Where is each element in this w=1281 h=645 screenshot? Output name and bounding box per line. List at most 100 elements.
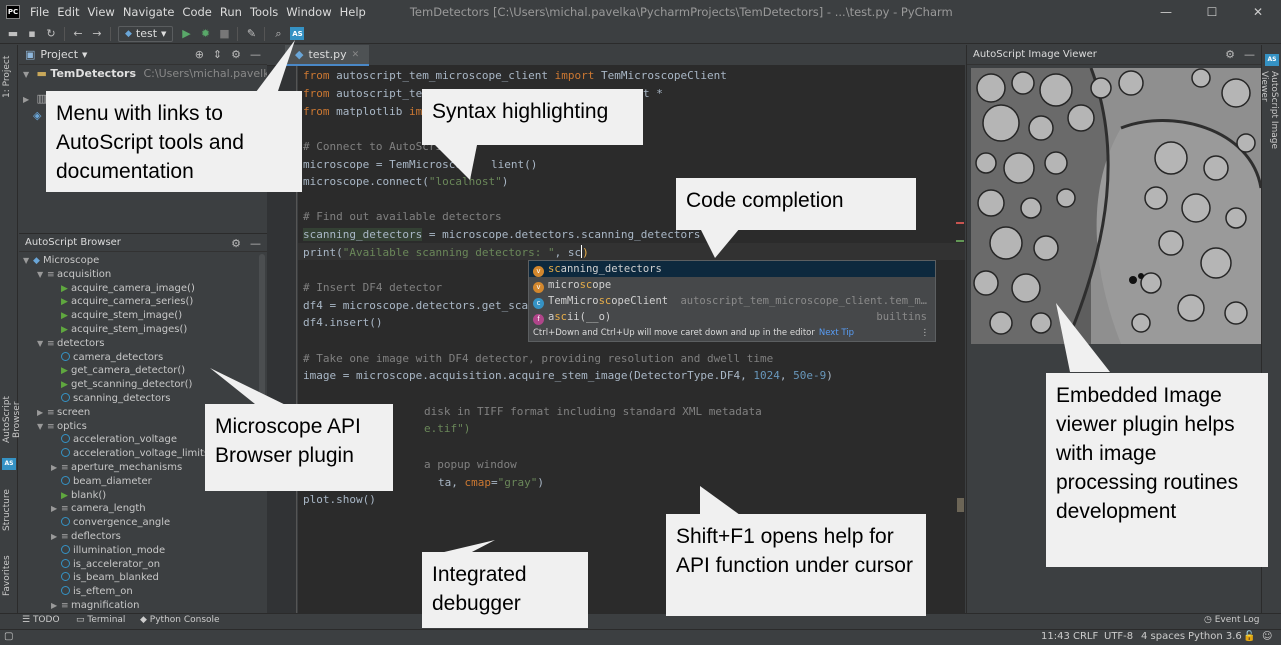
api-tree-item[interactable]: ▶get_scanning_detector() (51, 378, 192, 392)
completion-item-type: builtins (876, 311, 927, 323)
hide-icon[interactable]: — (250, 48, 261, 61)
api-tree-item[interactable]: ▼≡acquisition (37, 268, 111, 282)
sync-icon[interactable]: ↻ (46, 27, 56, 40)
api-tree-item[interactable]: acceleration_voltage (51, 433, 177, 447)
menu-help[interactable]: Help (339, 5, 366, 19)
api-tree-item[interactable]: ▶≡magnification (51, 599, 139, 613)
api-tree-item[interactable]: ▶≡deflectors (51, 530, 121, 544)
api-tree-item[interactable]: illumination_mode (51, 544, 165, 558)
collapse-arrow-icon[interactable]: ▶ (51, 463, 58, 472)
api-tree-item[interactable]: ▼≡detectors (37, 337, 104, 351)
menu-navigate[interactable]: Navigate (122, 5, 175, 19)
expand-arrow-icon[interactable]: ▼ (23, 70, 30, 79)
browser-scrollbar[interactable] (259, 254, 265, 404)
expand-arrow-icon[interactable]: ▼ (37, 269, 44, 279)
api-tree-item[interactable]: ▶get_camera_detector() (51, 364, 185, 378)
api-tree-item[interactable]: beam_diameter (51, 475, 152, 489)
api-tree-item[interactable]: ▶≡screen (37, 406, 90, 420)
expand-arrow-icon[interactable]: ▶ (23, 95, 30, 104)
api-tree-item[interactable]: camera_detectors (51, 351, 163, 365)
more-icon[interactable]: ⋮ (920, 328, 930, 338)
chevron-down-icon[interactable]: ▼ (82, 50, 88, 59)
api-tree-item[interactable]: ▶acquire_camera_series() (51, 295, 193, 309)
python-console-tool-tab[interactable]: ◆ Python Console (140, 615, 220, 625)
gear-icon[interactable]: ⚙ (231, 48, 241, 61)
api-tree-item[interactable]: scanning_detectors (51, 392, 170, 406)
line-separator[interactable]: CRLF (1073, 631, 1099, 642)
library-icon: ▥ (36, 92, 47, 105)
api-tree-item[interactable]: is_accelerator_on (51, 558, 160, 572)
debug-icon[interactable]: ✹ (200, 27, 211, 40)
api-tree-item[interactable]: ▼≡optics (37, 420, 87, 434)
search-icon[interactable]: ⌕ (275, 26, 282, 40)
collapse-arrow-icon[interactable]: ▶ (51, 504, 58, 514)
wrench-icon[interactable]: ✎ (246, 27, 257, 40)
run-configuration-select[interactable]: ◆ test ▼ (118, 25, 174, 42)
collapse-icon[interactable]: ⇕ (212, 48, 223, 61)
expand-arrow-icon[interactable]: ▼ (37, 338, 44, 348)
forward-icon[interactable]: → (92, 27, 102, 40)
editor-error-stripe[interactable] (956, 66, 965, 613)
collapse-arrow-icon[interactable]: ▶ (51, 532, 58, 541)
api-tree-item[interactable]: ▶acquire_camera_image() (51, 282, 195, 296)
expand-arrow-icon[interactable]: ▼ (37, 421, 44, 431)
indent-setting[interactable]: 4 spaces (1141, 631, 1186, 642)
save-icon[interactable]: ▪ (28, 27, 36, 40)
caret-position[interactable]: 11:43 (1041, 631, 1070, 642)
inspector-icon[interactable]: ☺ (1262, 631, 1273, 642)
menu-run[interactable]: Run (219, 5, 242, 19)
close-button[interactable]: ✕ (1252, 5, 1264, 19)
external-libraries-row[interactable]: ▶ ▥ (19, 90, 267, 107)
api-tree-item[interactable]: ▶blank() (51, 489, 106, 503)
maximize-button[interactable]: ☐ (1206, 5, 1218, 19)
close-tab-icon[interactable]: ✕ (351, 49, 360, 60)
hide-icon[interactable]: — (250, 237, 261, 250)
microscope-image[interactable] (971, 68, 1261, 344)
project-panel-title[interactable]: Project (40, 48, 79, 61)
api-tree-item[interactable]: is_eftem_on (51, 585, 133, 599)
autoscript-menu-button[interactable]: AS (290, 27, 305, 40)
run-icon[interactable]: ▶ (182, 27, 191, 40)
lock-icon[interactable]: 🔓 (1243, 631, 1256, 642)
next-tip-link[interactable]: Next Tip (818, 328, 855, 338)
menu-window[interactable]: Window (286, 5, 332, 19)
expand-arrow-icon[interactable]: ▼ (23, 256, 30, 265)
file-encoding[interactable]: UTF-8 (1104, 631, 1134, 642)
project-root-row[interactable]: ▼ ▬ TemDetectors C:\Users\michal.pavelka… (19, 65, 287, 82)
terminal-tool-tab[interactable]: ▭ Terminal (76, 615, 126, 625)
event-log-tool-tab[interactable]: ◷ Event Log (1204, 615, 1260, 625)
menu-view[interactable]: View (87, 5, 115, 19)
stop-icon[interactable]: ■ (219, 27, 230, 40)
menu-code[interactable]: Code (182, 5, 212, 19)
layout-icon[interactable]: ▢ (4, 631, 14, 642)
hide-icon[interactable]: — (1244, 48, 1255, 61)
image-viewer-tool-tab[interactable]: AutoScript Image Viewer (1259, 71, 1279, 150)
api-tree-item[interactable]: ▶≡camera_length (51, 502, 146, 516)
menu-edit[interactable]: Edit (57, 5, 80, 19)
back-icon[interactable]: ← (73, 27, 83, 40)
api-tree-item[interactable]: is_beam_blanked (51, 571, 159, 585)
menu-file[interactable]: File (30, 5, 50, 19)
collapse-arrow-icon[interactable]: ▶ (37, 407, 44, 417)
scratches-row[interactable]: ◈ (19, 107, 267, 124)
api-tree-item[interactable]: ▼◆Microscope (23, 254, 99, 268)
api-tree-item[interactable]: convergence_angle (51, 516, 170, 530)
collapse-arrow-icon[interactable]: ▶ (51, 601, 58, 610)
menu-tools[interactable]: Tools (249, 5, 279, 19)
api-tree-item[interactable]: ▶≡aperture_mechanisms (51, 461, 182, 475)
api-tree-item[interactable]: acceleration_voltage_limits (51, 447, 209, 461)
api-tree-item[interactable]: ▶acquire_stem_images() (51, 323, 187, 337)
todo-tool-tab[interactable]: ☰ TODO (22, 615, 60, 625)
gear-icon[interactable]: ⚙ (1225, 48, 1235, 61)
tab-test-py[interactable]: ◆ test.py ✕ (285, 45, 370, 66)
python-interpreter[interactable]: Python 3.6 (1188, 631, 1242, 642)
gear-icon[interactable]: ⚙ (231, 237, 241, 250)
api-tree-item[interactable]: ▶acquire_stem_image() (51, 309, 182, 323)
open-folder-icon[interactable]: ▬ (7, 27, 19, 40)
locate-icon[interactable]: ⊕ (194, 48, 204, 61)
minimize-button[interactable]: — (1160, 5, 1172, 19)
